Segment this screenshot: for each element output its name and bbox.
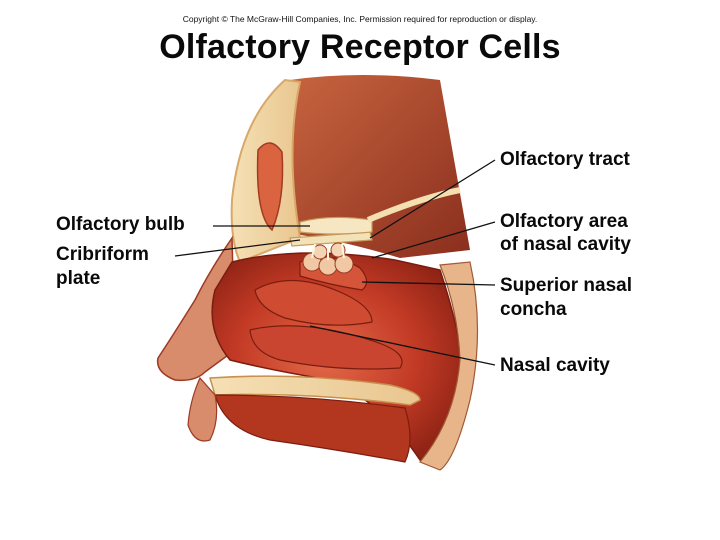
label-superior-concha-line2: concha <box>500 298 567 322</box>
label-superior-concha-line1: Superior nasal <box>500 274 632 298</box>
label-nasal-cavity: Nasal cavity <box>500 354 610 378</box>
label-olfactory-bulb: Olfactory bulb <box>56 213 185 237</box>
label-olfactory-tract: Olfactory tract <box>500 148 630 172</box>
label-olfactory-area-line2: of nasal cavity <box>500 233 631 257</box>
label-cribriform-line2: plate <box>56 267 100 291</box>
label-olfactory-area-line1: Olfactory area <box>500 210 628 234</box>
olfactory-receptor-cluster <box>303 243 353 275</box>
oral-cavity <box>215 395 410 462</box>
olfactory-bulb-shape <box>300 217 372 234</box>
label-cribriform-line1: Cribriform <box>56 243 149 267</box>
